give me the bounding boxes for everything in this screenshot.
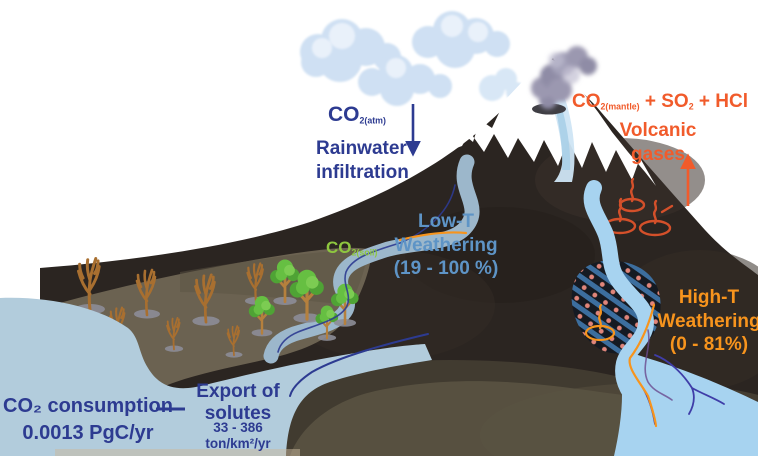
- hydrothermal-vent-icon: [584, 303, 616, 342]
- hydrothermal-flux-line: [628, 303, 658, 428]
- co2-atm-subscript: 2(atm): [359, 115, 386, 126]
- co2-mantle-formula: CO: [572, 91, 601, 112]
- so2-formula: + SO: [639, 91, 689, 112]
- volcanic-gases-label: Volcanic gases: [619, 120, 697, 165]
- co2-atm-label: CO2(atm): [328, 102, 386, 128]
- ocean: [0, 297, 432, 456]
- so2-subscript: 2: [688, 101, 694, 112]
- co2-mantle-subscript: 2(mantle): [600, 101, 640, 112]
- export-solutes-label: Export of solutes: [196, 381, 280, 424]
- co2-consumption-label: CO₂ consumption 0.0013 PgC/yr: [3, 395, 173, 444]
- river-delta: [614, 352, 758, 456]
- hcl-formula: + HCl: [693, 91, 748, 112]
- high-t-weathering-label: High-T Weathering (0 - 81%): [657, 287, 758, 356]
- co2-soil-label: CO2(soil): [326, 237, 377, 259]
- rainwater-infiltration-label: Rainwater infiltration: [316, 138, 409, 183]
- co2-soil-formula: CO: [326, 238, 352, 257]
- low-t-weathering-label: Low-T Weathering (19 - 100 %): [393, 211, 499, 280]
- co2-atm-formula: CO: [328, 103, 360, 126]
- shore-strip: [55, 449, 300, 456]
- smoke-plume-icon: [531, 46, 597, 109]
- co2-mantle-label: CO2(mantle) + SO2 + HCl: [572, 90, 748, 114]
- crater-icon: [532, 103, 566, 115]
- export-rate-label: 33 - 386 ton/km²/yr: [205, 420, 271, 452]
- cloud-icon: [300, 19, 401, 82]
- cloud-icon: [358, 55, 452, 106]
- stream-lines: [277, 184, 456, 397]
- low-t-flux-line: [398, 231, 468, 242]
- co2-soil-subscript: 2(soil): [351, 247, 378, 258]
- cloud-icon: [412, 11, 510, 68]
- delta-mixed-line: [644, 329, 673, 401]
